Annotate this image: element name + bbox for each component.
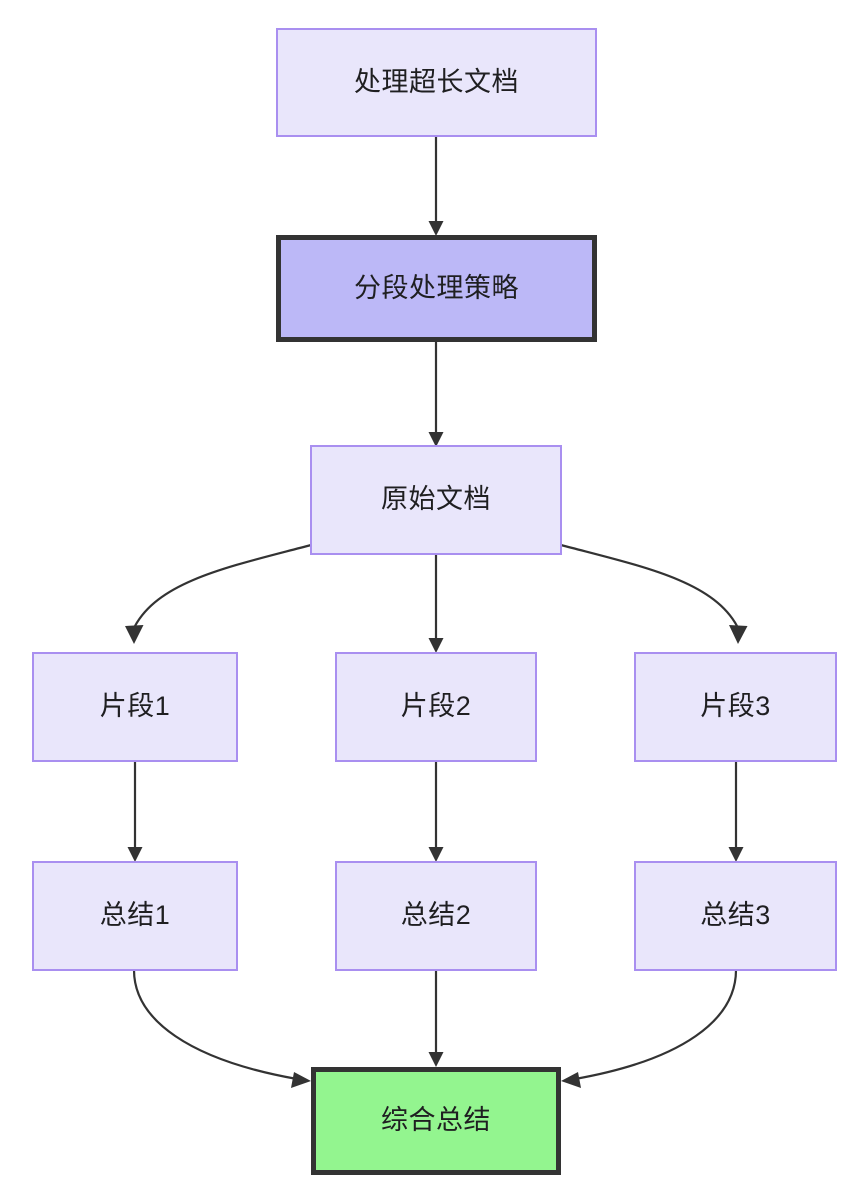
edge-summary3-to-final: [561, 969, 738, 1088]
node-summary-2-label: 总结2: [401, 900, 472, 930]
node-summary-2-box: [335, 861, 537, 971]
node-final-summary-box: [311, 1067, 561, 1175]
node-fragment-3[interactable]: 片段3: [634, 652, 837, 762]
node-fragment-1-box: [32, 652, 238, 762]
edge-fragment2-to-summary2: [428, 761, 444, 862]
node-fragment-2-label: 片段2: [401, 691, 472, 721]
node-summary-3[interactable]: 总结3: [634, 861, 837, 971]
node-fragment-3-box: [634, 652, 837, 762]
node-source-document[interactable]: 原始文档: [310, 445, 562, 555]
node-process-long-document-label: 处理超长文档: [354, 67, 519, 97]
node-segmentation-strategy[interactable]: 分段处理策略: [276, 235, 597, 342]
edge-strategy-to-source: [428, 342, 444, 447]
node-fragment-1-label: 片段1: [100, 691, 171, 721]
node-source-document-label: 原始文档: [381, 484, 491, 514]
edge-fragment3-to-summary3: [728, 761, 744, 862]
edge-layer: [125, 136, 748, 1088]
node-segmentation-strategy-box: [276, 235, 597, 342]
node-summary-3-box: [634, 861, 837, 971]
node-fragment-2-box: [335, 652, 537, 762]
node-fragment-3-label: 片段3: [700, 691, 771, 721]
node-summary-3-label: 总结3: [700, 900, 771, 930]
node-final-summary[interactable]: 综合总结: [311, 1067, 561, 1175]
edge-fragment1-to-summary1: [127, 761, 143, 862]
node-summary-2[interactable]: 总结2: [335, 861, 537, 971]
node-fragment-2[interactable]: 片段2: [335, 652, 537, 762]
edge-summary2-to-final: [428, 970, 444, 1067]
node-layer: 处理超长文档 分段处理策略 原始文档 片段1 片段2 片段3: [32, 28, 837, 1175]
node-process-long-document-box: [276, 28, 597, 137]
edge-process-to-strategy: [428, 136, 444, 236]
node-final-summary-label: 综合总结: [381, 1105, 491, 1135]
edge-summary1-to-final: [132, 969, 311, 1088]
node-fragment-1[interactable]: 片段1: [32, 652, 238, 762]
node-summary-1-label: 总结1: [100, 900, 171, 930]
node-process-long-document[interactable]: 处理超长文档: [276, 28, 597, 137]
node-summary-1-box: [32, 861, 238, 971]
edge-source-to-fragment2: [428, 554, 444, 653]
edge-source-to-fragment3: [560, 543, 748, 644]
node-segmentation-strategy-label: 分段处理策略: [354, 273, 519, 303]
node-source-document-box: [310, 445, 562, 555]
node-summary-1[interactable]: 总结1: [32, 861, 238, 971]
edge-source-to-fragment1: [125, 543, 312, 644]
